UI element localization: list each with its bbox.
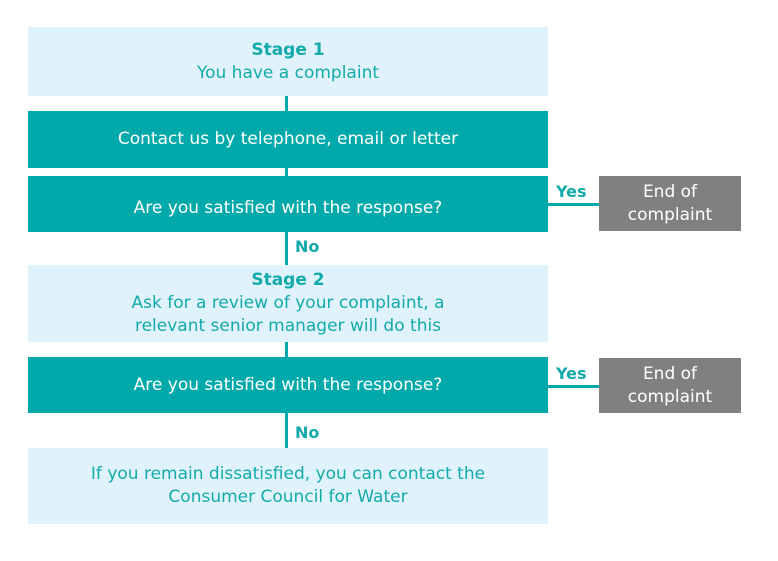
connector [285, 341, 288, 358]
connector [285, 96, 288, 112]
stage2-title: Stage 2 [251, 270, 325, 290]
final-line1: If you remain dissatisfied, you can cont… [90, 464, 486, 484]
no-label: No [295, 423, 320, 442]
yes-connector [548, 385, 600, 388]
question1-box: Are you satisfied with the response? [28, 176, 548, 232]
stage1-text: You have a complaint [196, 62, 380, 83]
connector [285, 413, 288, 449]
yes-connector [548, 203, 600, 206]
end-of-complaint-box: End of complaint [599, 358, 741, 413]
contact-text: Contact us by telephone, email or letter [117, 129, 459, 149]
final-line2: Consumer Council for Water [168, 487, 408, 507]
question1-text: Are you satisfied with the response? [133, 197, 443, 218]
end-line1: End of [642, 181, 698, 202]
stage2-line1: Ask for a review of your complaint, a [131, 293, 445, 313]
end-of-complaint-box: End of complaint [599, 176, 741, 231]
final-box: If you remain dissatisfied, you can cont… [28, 448, 548, 524]
question2-box: Are you satisfied with the response? [28, 357, 548, 413]
no-label: No [295, 237, 320, 256]
connector [285, 232, 288, 266]
end-line2: complaint [627, 386, 713, 407]
stage2-box: Stage 2 Ask for a review of your complai… [28, 265, 548, 342]
question2-text: Are you satisfied with the response? [133, 374, 443, 395]
yes-label: Yes [556, 364, 587, 383]
stage1-title: Stage 1 [251, 39, 325, 60]
yes-label: Yes [556, 182, 587, 201]
connector [285, 167, 288, 177]
stage2-line2: relevant senior manager will do this [134, 316, 442, 336]
contact-box: Contact us by telephone, email or letter [28, 111, 548, 168]
stage1-box: Stage 1 You have a complaint [28, 27, 548, 96]
end-line2: complaint [627, 204, 713, 225]
end-line1: End of [642, 363, 698, 384]
